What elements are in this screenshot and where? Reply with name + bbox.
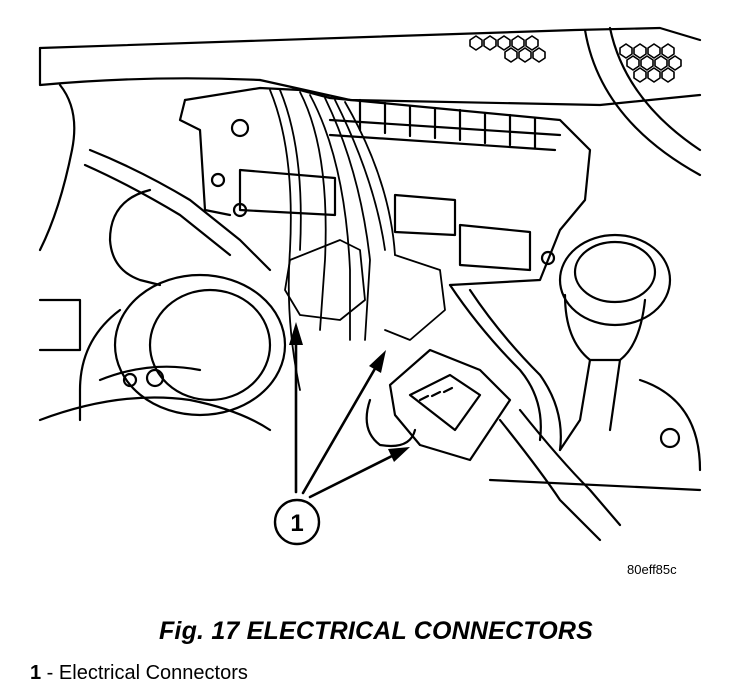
callout-1: 1 <box>273 498 321 546</box>
legend-text: Electrical Connectors <box>58 662 248 684</box>
lower-connector <box>365 348 512 462</box>
callout-number: 1 <box>290 510 303 537</box>
electrical-connectors-illustration: 1 <box>38 26 702 546</box>
control-module <box>178 86 592 287</box>
callout-arrowheads <box>289 322 410 462</box>
arrowhead-3 <box>388 447 410 462</box>
arrowhead-1 <box>289 322 303 345</box>
left-hoses <box>38 83 272 432</box>
legend-number: 1 <box>30 662 42 684</box>
reservoir <box>558 233 702 472</box>
upper-panel <box>38 26 702 177</box>
legend-separator: - <box>41 662 59 684</box>
air-intake-duct <box>78 273 287 422</box>
honeycomb-pattern <box>469 35 682 83</box>
lower-hoses <box>448 283 702 542</box>
wire-harness <box>269 89 446 391</box>
callout-leaders <box>294 333 402 499</box>
figure-code: 80eff85c <box>627 562 677 577</box>
figure-caption: Fig. 17 ELECTRICAL CONNECTORS <box>158 617 594 645</box>
legend: 1 - Electrical Connectors <box>30 662 248 685</box>
arrowhead-2 <box>369 350 386 373</box>
